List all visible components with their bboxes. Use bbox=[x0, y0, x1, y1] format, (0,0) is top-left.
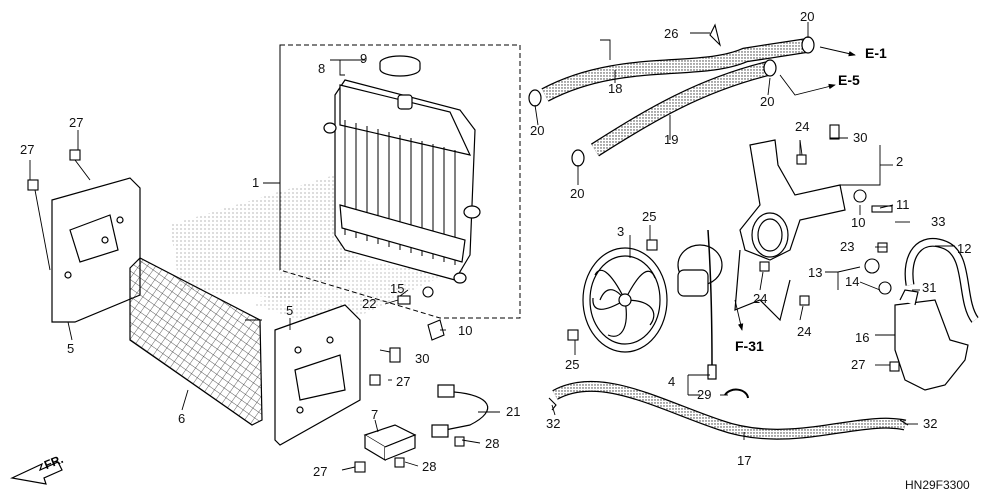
callout-8: 8 bbox=[318, 61, 326, 76]
overflow-hose-17 bbox=[552, 380, 907, 440]
radiator-screen bbox=[129, 257, 263, 426]
callout-27e: 27 bbox=[851, 357, 866, 372]
callout-20d: 20 bbox=[570, 186, 585, 201]
upper-hose-18 bbox=[541, 37, 812, 102]
callout-29: 29 bbox=[697, 387, 712, 402]
callout-25b: 25 bbox=[565, 357, 580, 372]
callout-2: 2 bbox=[896, 154, 904, 169]
callout-7: 7 bbox=[371, 407, 379, 422]
callout-33: 33 bbox=[931, 214, 946, 229]
radiator bbox=[323, 79, 481, 284]
callout-28b: 28 bbox=[422, 459, 437, 474]
callout-13: 13 bbox=[808, 265, 823, 280]
callout-10b: 10 bbox=[851, 215, 866, 230]
reservoir-hose-12 bbox=[904, 237, 979, 323]
callout-16: 16 bbox=[855, 330, 870, 345]
hardware bbox=[27, 23, 909, 473]
callout-5: 5 bbox=[67, 341, 75, 356]
callout-1: 1 bbox=[252, 175, 260, 190]
wire-harness-21 bbox=[431, 384, 489, 438]
callout-31: 31 bbox=[922, 280, 937, 295]
diagram-code: HN29F3300 bbox=[905, 478, 970, 492]
callout-18: 18 bbox=[608, 81, 623, 96]
callout-26: 26 bbox=[664, 26, 679, 41]
callout-19: 19 bbox=[664, 132, 679, 147]
callout-24b: 24 bbox=[753, 291, 768, 306]
callout-17: 17 bbox=[737, 453, 752, 468]
callout-11: 11 bbox=[896, 197, 910, 212]
callout-4: 4 bbox=[668, 374, 676, 389]
callout-28a: 28 bbox=[485, 436, 500, 451]
left-shroud bbox=[51, 177, 141, 323]
cooling-fan bbox=[582, 247, 668, 353]
callout-3: 3 bbox=[617, 224, 625, 239]
callout-32b: 32 bbox=[923, 416, 938, 431]
reservoir-tank bbox=[894, 289, 969, 391]
right-shroud bbox=[274, 304, 361, 446]
callout-27a: 27 bbox=[69, 115, 84, 130]
ref-f31: F-31 bbox=[735, 338, 764, 354]
resistor-7 bbox=[363, 424, 417, 462]
assembly-shadow bbox=[170, 175, 360, 300]
hose-clamps bbox=[528, 36, 815, 167]
callout-25a: 25 bbox=[642, 209, 657, 224]
front-arrow bbox=[10, 461, 63, 485]
callout-9: 9 bbox=[360, 51, 368, 66]
callout-27b: 27 bbox=[20, 142, 35, 157]
callout-32a: 32 bbox=[546, 416, 561, 431]
fan-motor bbox=[677, 229, 723, 380]
callout-20c: 20 bbox=[530, 123, 545, 138]
callout-20b: 20 bbox=[760, 94, 775, 109]
lower-hose-19 bbox=[590, 60, 772, 157]
callout-15: 15 bbox=[390, 281, 405, 296]
callout-10: 10 bbox=[458, 323, 473, 338]
radiator-cap bbox=[379, 55, 421, 110]
callout-14: 14 bbox=[845, 274, 860, 289]
fan-bracket bbox=[734, 139, 846, 322]
callout-27c: 27 bbox=[396, 374, 411, 389]
callout-20a: 20 bbox=[800, 9, 815, 24]
callout-30b: 30 bbox=[415, 351, 430, 366]
leader-lines bbox=[29, 22, 955, 471]
ref-e5: E-5 bbox=[838, 72, 860, 88]
ref-e1: E-1 bbox=[865, 45, 887, 61]
callout-27d: 27 bbox=[313, 464, 328, 479]
clip-29 bbox=[724, 388, 749, 399]
callout-22: 22 bbox=[362, 296, 377, 311]
callout-30a: 30 bbox=[853, 130, 868, 145]
callout-5b: 5 bbox=[286, 303, 294, 318]
callout-12: 12 bbox=[957, 241, 972, 256]
callout-24a: 24 bbox=[795, 119, 810, 134]
callout-23: 23 bbox=[840, 239, 855, 254]
callout-24c: 24 bbox=[797, 324, 812, 339]
callout-6: 6 bbox=[178, 411, 186, 426]
callout-21: 21 bbox=[506, 404, 521, 419]
assembly-shadow-2 bbox=[255, 255, 445, 330]
